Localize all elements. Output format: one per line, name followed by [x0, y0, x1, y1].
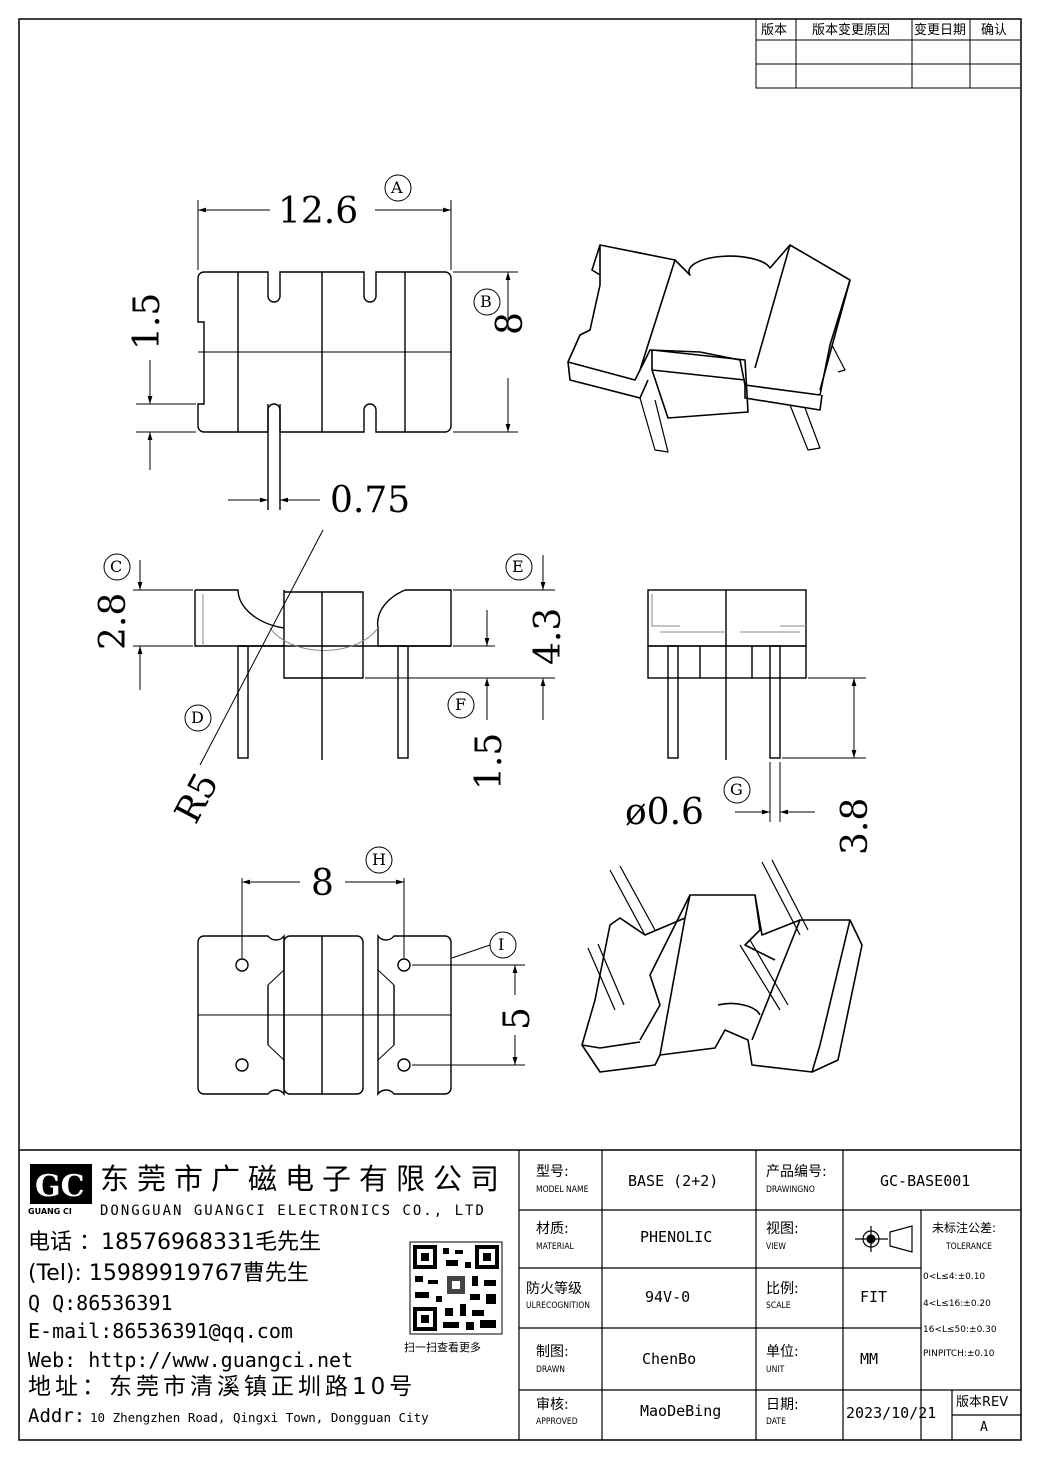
fire-value: 94V-0 — [645, 1288, 691, 1306]
qr-caption: 扫一扫查看更多 — [404, 1341, 481, 1354]
date-label-en: DATE — [766, 1417, 786, 1427]
drawn-label: 制图: — [536, 1344, 569, 1360]
unit-label: 单位: — [766, 1344, 799, 1360]
rev-value: A — [980, 1420, 988, 1435]
iso-view-top — [567, 244, 851, 453]
company-address-en-label: Addr: — [28, 1405, 86, 1427]
callout-e: E — [512, 557, 524, 576]
company-address-en: 10 Zhengzhen Road, Qingxi Town, Dongguan… — [90, 1410, 429, 1425]
iso-view-bottom — [581, 859, 863, 1073]
callout-a: A — [391, 178, 403, 197]
company-website[interactable]: Web: http://www.guangci.net — [28, 1348, 354, 1372]
company-email: E-mail:86536391@qq.com — [28, 1319, 293, 1343]
rev-header-reason: 版本变更原因 — [812, 23, 891, 38]
unit-value: MM — [860, 1350, 879, 1368]
bottom-view — [197, 878, 525, 1097]
drawingno-value: GC-BASE001 — [880, 1172, 971, 1190]
drawn-label-en: DRAWN — [536, 1365, 566, 1375]
company-name-en: DONGGUAN GUANGCI ELECTRONICS CO., LTD — [100, 1203, 486, 1219]
dim-pin-pitch-x: 8 — [311, 863, 334, 904]
outer-frame — [18, 18, 1022, 1441]
callout-c: C — [110, 557, 123, 576]
dim-body-height: 2.8 — [93, 592, 134, 650]
revision-table — [755, 18, 1022, 89]
rev-header-version: 版本 — [761, 23, 788, 38]
material-label-en: MATERIAL — [536, 1242, 574, 1252]
rev-header-date: 变更日期 — [914, 23, 967, 38]
tolerance-line-3: 16<L≤50:±0.30 — [923, 1325, 997, 1335]
drawn-value: ChenBo — [642, 1350, 697, 1368]
approved-value: MaoDeBing — [640, 1402, 722, 1420]
side-view — [647, 589, 866, 822]
tolerance-label: 未标注公差: — [932, 1221, 997, 1235]
approved-label-en: APPROVED — [536, 1417, 578, 1427]
callouts — [103, 174, 751, 959]
dim-pin-pitch-y: 5 — [497, 1007, 538, 1030]
date-label: 日期: — [766, 1397, 799, 1413]
tolerance-label-en: TOLERANCE — [946, 1242, 992, 1252]
approved-label: 审核: — [536, 1397, 569, 1413]
model-label-en: MODEL NAME — [536, 1185, 589, 1195]
callout-d: D — [191, 708, 204, 727]
callout-g: G — [730, 780, 743, 799]
callout-i: I — [498, 935, 505, 954]
callout-b: B — [480, 292, 492, 311]
scale-label: 比例: — [766, 1281, 799, 1297]
dim-width: 12.6 — [278, 191, 359, 232]
fire-label: 防火等级 — [526, 1281, 582, 1297]
drawingno-label-en: DRAWINGNO — [766, 1185, 815, 1195]
scale-label-en: SCALE — [766, 1301, 791, 1311]
dim-height: 8 — [490, 312, 531, 335]
front-view — [133, 529, 555, 766]
company-phone-2: (Tel): 15989919767曹先生 — [28, 1261, 309, 1286]
company-phone-1: 电话 ：18576968331毛先生 — [28, 1230, 321, 1255]
fire-label-en: ULRECOGNITION — [526, 1301, 590, 1311]
tolerance-line-4: PINPITCH:±0.10 — [923, 1349, 995, 1359]
title-block-grid — [518, 1150, 1021, 1440]
model-label: 型号: — [536, 1164, 569, 1180]
date-value: 2023/10/21 — [846, 1404, 937, 1422]
dim-pin-width: 0.75 — [330, 480, 411, 521]
tolerance-line-2: 4<L≤16:±0.20 — [923, 1299, 991, 1309]
scale-value: FIT — [860, 1288, 888, 1306]
dim-pin-diameter: ø0.6 — [625, 792, 704, 833]
dim-pin-length: 3.8 — [835, 797, 876, 855]
dim-standoff: 1.5 — [469, 732, 510, 790]
dim-total-height: 4.3 — [528, 607, 569, 665]
rev-header-confirm: 确认 — [981, 23, 1008, 38]
company-name-cn: 东莞市广磁电子有限公司 — [100, 1162, 508, 1196]
drawingno-label: 产品编号: — [766, 1164, 827, 1180]
company-address-cn: 地址：东莞市清溪镇正圳路10号 — [28, 1374, 417, 1400]
rev-label: 版本REV — [956, 1395, 1009, 1410]
view-symbol-icon — [855, 1225, 913, 1253]
material-label: 材质: — [536, 1221, 569, 1237]
tolerance-line-1: 0<L≤4:±0.10 — [923, 1272, 986, 1282]
logo-subtitle: GUANG CI — [28, 1207, 72, 1216]
company-qq: Q Q:86536391 — [28, 1291, 173, 1315]
model-value: BASE (2+2) — [628, 1172, 719, 1190]
unit-label-en: UNIT — [766, 1365, 785, 1375]
callout-h: H — [372, 850, 386, 869]
view-label-en: VIEW — [766, 1242, 786, 1252]
company-logo: GC — [30, 1164, 92, 1204]
top-view — [136, 200, 518, 510]
callout-f: F — [455, 695, 467, 714]
dim-slot: 1.5 — [127, 292, 168, 350]
material-value: PHENOLIC — [640, 1228, 713, 1246]
svg-text:GC: GC — [35, 1169, 85, 1204]
view-label: 视图: — [766, 1221, 799, 1237]
qr-code-icon — [409, 1241, 503, 1335]
